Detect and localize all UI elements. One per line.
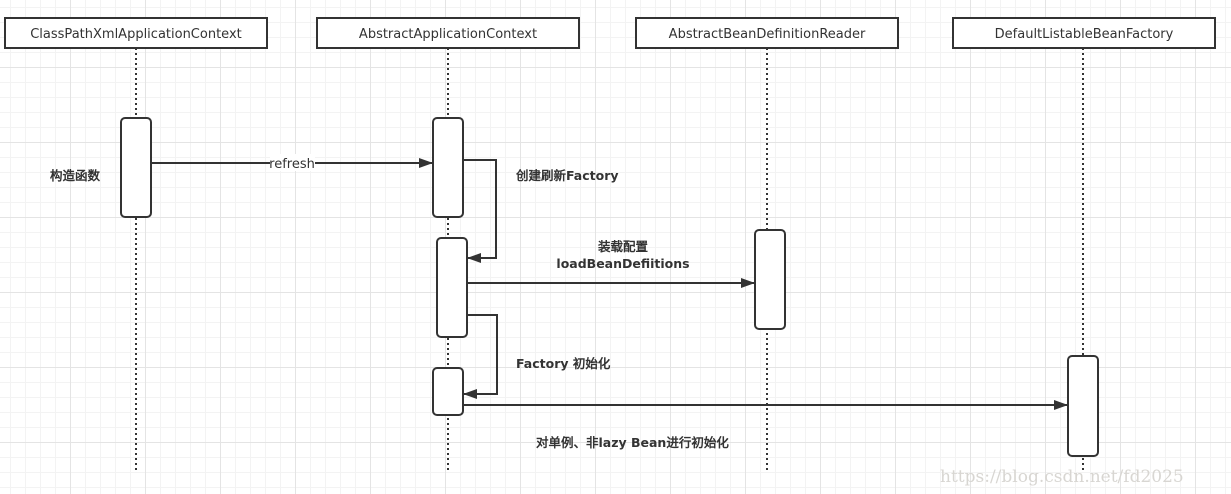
participant-abstract-application-context[interactable]: AbstractApplicationContext	[316, 17, 580, 49]
message-label-line1: 装载配置	[597, 239, 649, 254]
activation-bar-bean-init[interactable]	[1067, 355, 1099, 457]
message-refresh[interactable]: refresh	[151, 154, 433, 172]
label-background	[270, 154, 315, 171]
constructor-note: 构造函数	[50, 168, 101, 183]
message-label: 创建刷新Factory	[515, 168, 619, 183]
message-label: refresh	[269, 157, 315, 172]
watermark-text: https://blog.csdn.net/fd2025	[940, 467, 1184, 487]
message-factory-init[interactable]: Factory 初始化	[463, 314, 611, 399]
participant-label: AbstractBeanDefinitionReader	[669, 27, 866, 42]
activation-bar-constructor[interactable]	[120, 117, 152, 218]
activation-bar-refresh[interactable]	[432, 117, 464, 218]
activation-bar-load-bean-definitions[interactable]	[754, 229, 786, 330]
message-label: 对单例、非lazy Bean进行初始化	[536, 435, 729, 450]
participant-label: AbstractApplicationContext	[359, 27, 537, 42]
message-label-line2: loadBeanDefiitions	[556, 256, 689, 271]
participant-label: DefaultListableBeanFactory	[995, 27, 1174, 42]
participant-abstract-bean-definition-reader[interactable]: AbstractBeanDefinitionReader	[635, 17, 899, 49]
message-load-bean-definitions[interactable]: 装载配置 loadBeanDefiitions	[467, 239, 755, 288]
message-create-refresh-factory[interactable]: 创建刷新Factory	[463, 159, 619, 263]
participant-classpath-xml-application-context[interactable]: ClassPathXmlApplicationContext	[4, 17, 268, 49]
activations	[120, 117, 1099, 457]
message-init-singleton-beans[interactable]: 对单例、非lazy Bean进行初始化	[463, 400, 1068, 450]
participant-default-listable-bean-factory[interactable]: DefaultListableBeanFactory	[952, 17, 1216, 49]
participant-label: ClassPathXmlApplicationContext	[30, 27, 242, 42]
message-label: Factory 初始化	[516, 356, 611, 371]
activation-bar-create-factory[interactable]	[436, 237, 468, 338]
activation-bar-factory-init[interactable]	[432, 367, 464, 416]
